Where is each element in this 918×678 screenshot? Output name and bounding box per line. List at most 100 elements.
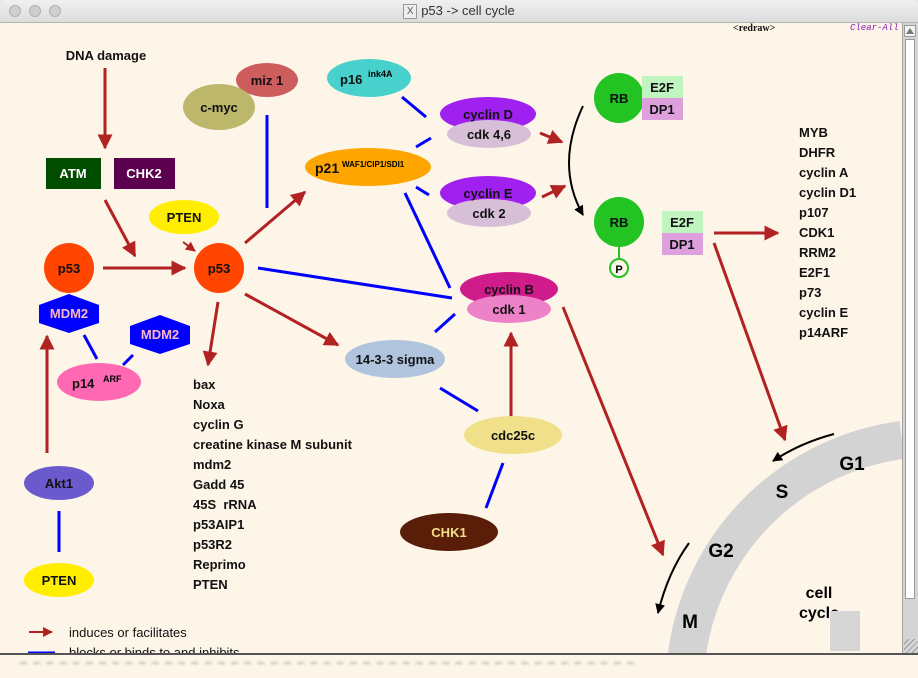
cyclin-b-cdk1-complex[interactable]: cyclin B cdk 1 [460, 272, 558, 323]
cell-cycle-band [668, 421, 902, 653]
cyclin-e-cdk2-complex[interactable]: cyclin E cdk 2 [440, 176, 536, 227]
p53-center-label: p53 [208, 261, 230, 276]
p16-node[interactable]: p16 ink4A [327, 59, 411, 97]
arrow-cycline-rb [541, 184, 567, 199]
p16-superscript: ink4A [368, 69, 393, 79]
vertical-scrollbar[interactable] [902, 23, 918, 653]
cdk46-label: cdk 4,6 [467, 127, 511, 142]
dp1-top-label: DP1 [649, 102, 674, 117]
atm-label: ATM [59, 166, 86, 181]
x11-icon: X [403, 4, 418, 20]
clear-all-button[interactable]: Clear-All [850, 23, 899, 33]
chk2-node[interactable]: CHK2 [114, 158, 175, 189]
p53-target-item: Gadd 45 [193, 477, 244, 492]
pten-bottom-node[interactable]: PTEN [24, 563, 94, 597]
arrow-e2f-g1s [712, 242, 788, 442]
chk2-label: CHK2 [126, 166, 161, 181]
close-window-button[interactable] [9, 5, 21, 17]
inhibit-p53-cyclinb [257, 266, 453, 300]
e2f-target-item: p73 [799, 285, 821, 300]
p53-target-item: creatine kinase M subunit [193, 437, 353, 452]
pten-top-node[interactable]: PTEN [149, 200, 219, 234]
sigma-label: 14-3-3 sigma [356, 352, 436, 367]
pten-bottom-label: PTEN [42, 573, 77, 588]
cdc25c-node[interactable]: cdc25c [464, 416, 562, 454]
arrow-atm-p53 [103, 199, 137, 258]
scroll-up-arrow-icon[interactable] [904, 25, 916, 37]
atm-node[interactable]: ATM [46, 158, 101, 189]
p53-target-item: Noxa [193, 397, 226, 412]
cyclin-d-label: cyclin D [463, 107, 513, 122]
obscured-text-strip: — — — — — — — — — — — — — — — — — — — — … [0, 653, 918, 678]
e2f-dp1-free-complex[interactable]: E2F DP1 [662, 211, 703, 255]
inhibit-chk1-cdc25c [484, 462, 505, 509]
phase-g2-label: G2 [708, 541, 733, 562]
scroll-thumb[interactable] [905, 39, 915, 599]
chk1-node[interactable]: CHK1 [400, 513, 498, 551]
chk1-label: CHK1 [431, 525, 466, 540]
p53-center-node[interactable]: p53 [194, 243, 244, 293]
p53-target-item: bax [193, 377, 216, 392]
mdm2-right-node[interactable]: MDM2 [130, 315, 190, 354]
redraw-button[interactable]: <redraw> [733, 23, 776, 34]
legend-inhibits-label: blocks or binds to and inhibits [69, 645, 240, 653]
akt1-node[interactable]: Akt1 [24, 466, 94, 500]
inhibit-p21-cyclind [415, 136, 432, 149]
zoom-window-button[interactable] [49, 5, 61, 17]
p14-arf-node[interactable]: p14 ARF [57, 363, 141, 401]
inhibit-mdm2-p14-left [82, 334, 99, 360]
p53-target-item: p53AIP1 [193, 517, 244, 532]
inhibit-p16-cyclind [401, 95, 427, 119]
p16-label: p16 [340, 72, 362, 87]
cyclin-d-cdk46-complex[interactable]: cyclin D cdk 4,6 [440, 97, 536, 148]
resize-grip-icon[interactable] [904, 639, 918, 653]
p21-node[interactable]: p21 WAF1/CIP1/SDI1 [305, 148, 431, 186]
cell-cycle-label-line1: cell [806, 585, 833, 602]
e2f-target-item: p14ARF [799, 325, 848, 340]
pten-top-label: PTEN [167, 210, 202, 225]
phosphate-label: P [615, 264, 622, 276]
cyclin-e-label: cyclin E [463, 186, 512, 201]
arrow-cyclind-rb [539, 129, 564, 144]
phase-s-label: S [776, 482, 789, 503]
arrow-p53-targets [202, 301, 220, 367]
legend: induces or facilitates blocks or binds t… [28, 625, 240, 653]
mdm2-left-node[interactable]: MDM2 [39, 294, 99, 333]
rb-phosphorylated-node[interactable]: RB P [594, 197, 644, 278]
e2f-target-item: cyclin E [799, 305, 848, 320]
arrow-cdk1-m-phase [561, 306, 665, 557]
e2f-target-item: E2F1 [799, 265, 830, 280]
pathway-canvas: <redraw> Clear-All [0, 23, 902, 653]
c-myc-node[interactable]: c-myc [183, 84, 255, 130]
p53-target-item: mdm2 [193, 457, 231, 472]
p21-label: p21 [315, 160, 339, 176]
p53-left-node[interactable]: p53 [44, 243, 94, 293]
rb-top-label: RB [610, 91, 629, 106]
arrow-p53-p21 [244, 190, 307, 245]
background-panel-fragment [830, 611, 860, 651]
rb-bottom-label: RB [610, 215, 629, 230]
phase-m-label: M [682, 612, 698, 633]
inhibit-sigma-cdk1 [433, 312, 457, 334]
p53-target-item: p53R2 [193, 537, 232, 552]
e2f-target-item: MYB [799, 125, 828, 140]
p21-superscript: WAF1/CIP1/SDI1 [342, 160, 405, 169]
e2f-target-item: p107 [799, 205, 829, 220]
minimize-window-button[interactable] [29, 5, 41, 17]
rb-e2f-dp1-top-complex[interactable]: RB E2F DP1 [594, 73, 683, 123]
cdc25c-label: cdc25c [491, 428, 535, 443]
window-title-text: p53 -> cell cycle [421, 3, 515, 18]
e2f-target-item: cyclin A [799, 165, 849, 180]
cell-cycle-label-line2: cycle [799, 605, 839, 622]
pathway-diagram: DNA damage ATM CHK2 miz 1 c-myc p16 ink4… [24, 48, 902, 653]
p53-left-label: p53 [58, 261, 80, 276]
e2f-top-label: E2F [650, 80, 674, 95]
c-myc-label: c-myc [200, 100, 238, 115]
obscured-text: — — — — — — — — — — — — — — — — — — — — … [20, 658, 634, 670]
sigma-14-3-3-node[interactable]: 14-3-3 sigma [345, 340, 445, 378]
miz1-node[interactable]: miz 1 [236, 63, 298, 97]
e2f-bottom-label: E2F [670, 215, 694, 230]
